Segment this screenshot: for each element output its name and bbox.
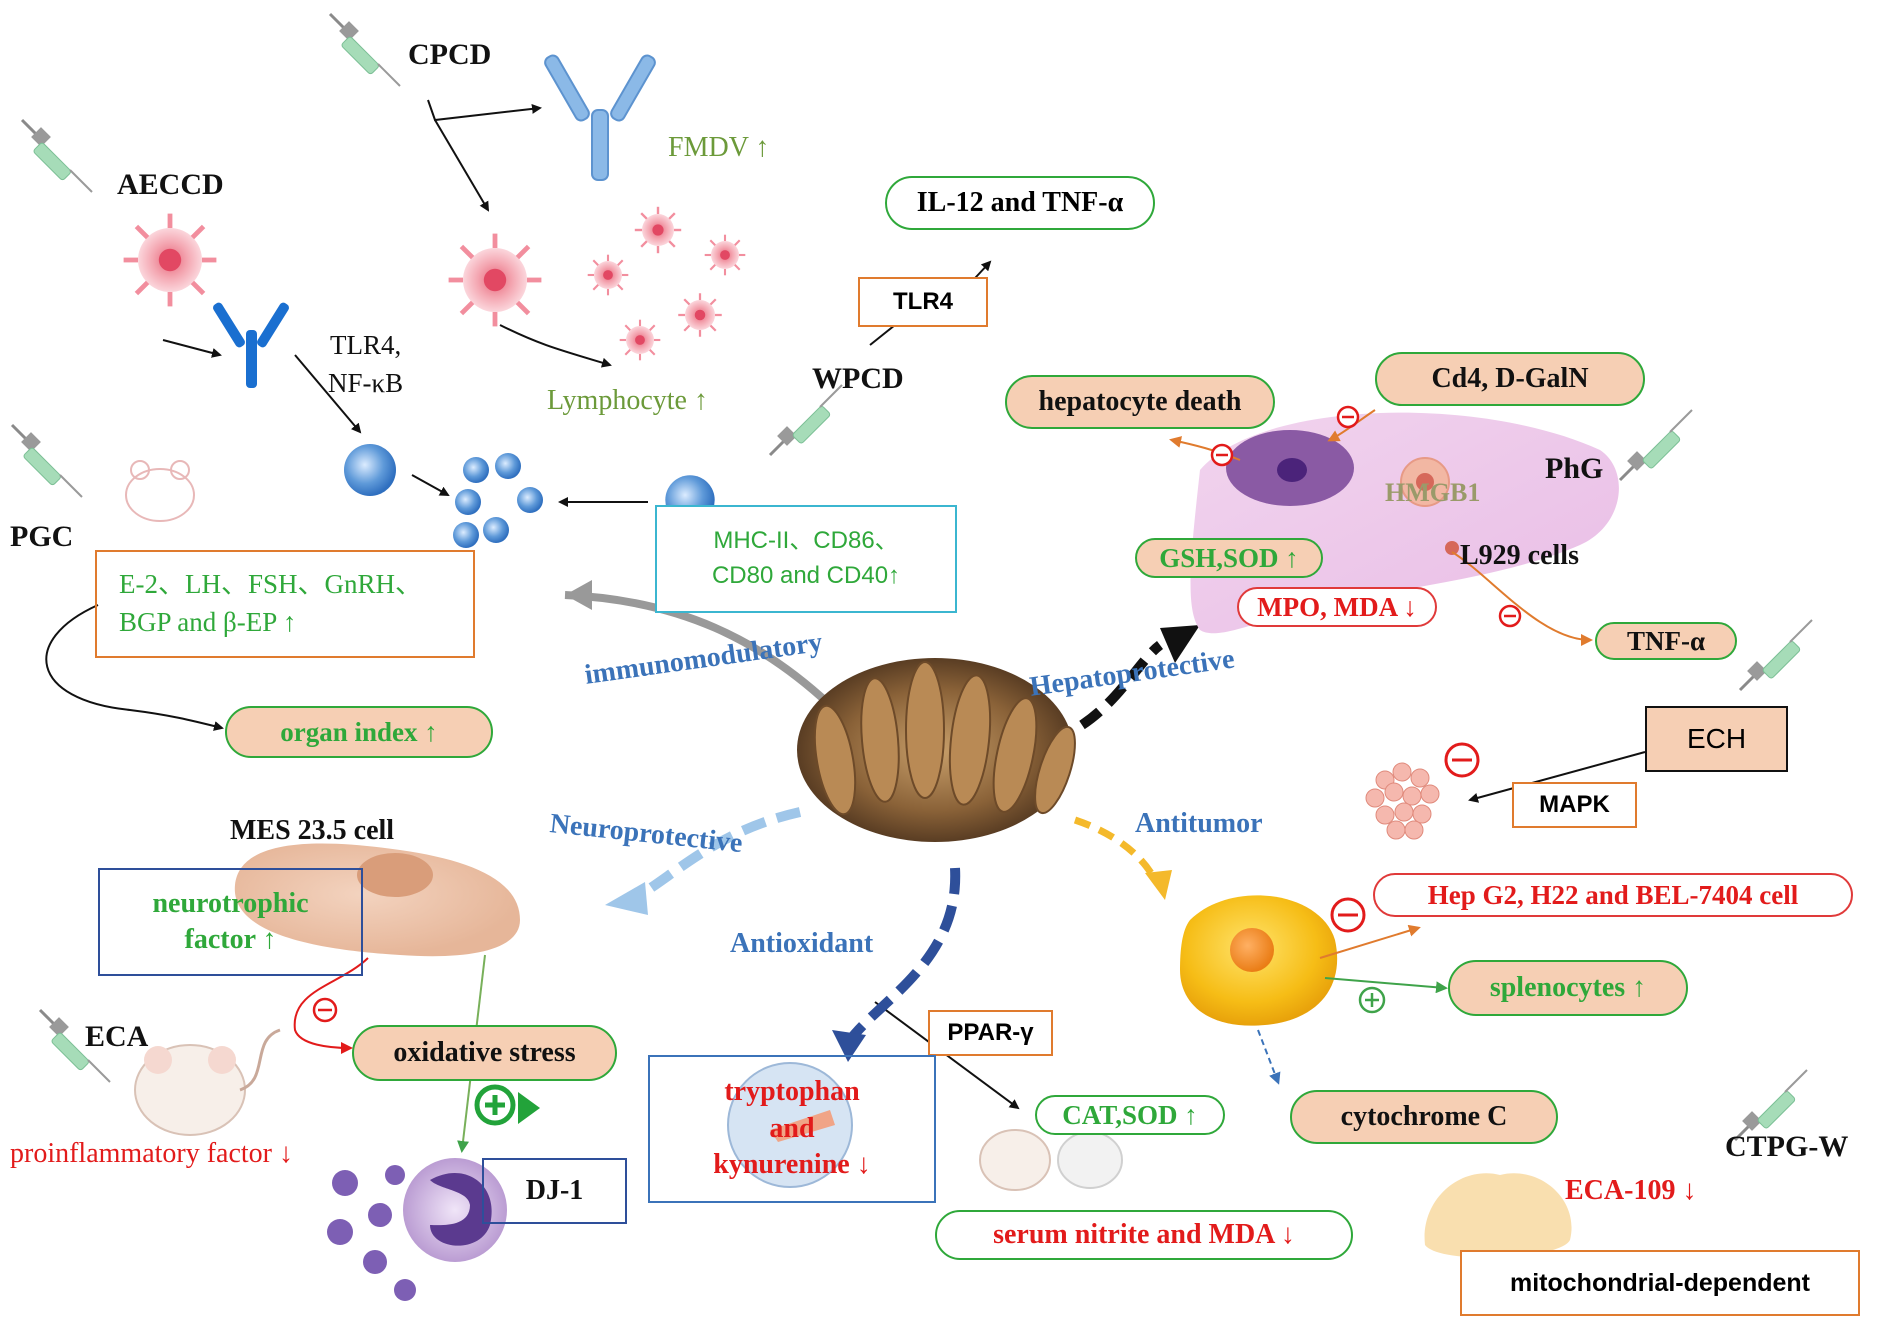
label-aeccd: AECCD: [117, 168, 224, 201]
dj1-box: DJ-1: [482, 1158, 627, 1224]
antibody-icon-top: [544, 54, 656, 181]
tlr4-nfkb-line1: TLR4,: [330, 330, 402, 360]
syringe-icon-cpcd: [328, 12, 402, 88]
splenocytes-pill: splenocytes ↑: [1448, 960, 1688, 1016]
mouse-icon-pgc: [125, 460, 195, 522]
tlr4-box: TLR4: [858, 277, 988, 327]
brain-organ: [727, 1062, 853, 1188]
mapk-box: MAPK: [1512, 782, 1637, 828]
label-ctpg-w: CTPG-W: [1725, 1130, 1849, 1163]
proinflammatory-text: proinflammatory factor ↓: [10, 1138, 294, 1169]
purple-cells: [327, 1158, 507, 1301]
ppar-box: PPAR-γ: [928, 1010, 1053, 1056]
fmdv-text: FMDV ↑: [668, 132, 770, 163]
cat-sod-pill: CAT,SOD ↑: [1035, 1095, 1225, 1135]
mouse-icon-eca: [134, 1028, 281, 1136]
cytochrome-c-pill: cytochrome C: [1290, 1090, 1558, 1144]
label-antitumor: Antitumor: [1135, 808, 1263, 839]
hepatocyte-death-pill: hepatocyte death: [1005, 375, 1275, 429]
tlr4-nfkb-line2: NF-κB: [328, 368, 404, 398]
label-pgc: PGC: [10, 520, 74, 553]
promote-icon: [474, 986, 1386, 1126]
eca109-text: ECA-109 ↓: [1565, 1175, 1697, 1206]
mes-cell-text: MES 23.5 cell: [230, 815, 395, 846]
neuron-cell: [234, 843, 521, 957]
syringe-icon-ech: [1738, 618, 1814, 692]
mpo-mda-pill: MPO, MDA ↓: [1237, 587, 1437, 627]
hepatoprotective-arrow: [1079, 641, 1164, 730]
mhc-box: MHC-II、CD86、 CD80 and CD40↑: [655, 505, 957, 613]
l929-text: L929 cells: [1460, 540, 1579, 571]
tumor-cell: [1180, 895, 1338, 1026]
il12-tnf-pill: IL-12 and TNF-α: [885, 176, 1155, 230]
inhibit-icon: [312, 405, 1522, 1023]
liver-illustration: [1190, 412, 1619, 634]
tryptophan-box: tryptophan and kynurenine ↓: [648, 1055, 936, 1203]
tumor-cluster: [1365, 762, 1440, 840]
oxidative-stress-pill: oxidative stress: [352, 1025, 617, 1081]
label-antioxidant: Antioxidant: [730, 928, 874, 959]
mitochondrial-box: mitochondrial-dependent: [1460, 1250, 1860, 1316]
ech-box: ECH: [1645, 706, 1788, 772]
cd4-dgaln-pill: Cd4, D-GalN: [1375, 352, 1645, 406]
neuroprotective-arrow: [637, 807, 802, 900]
label-phg: PhG: [1545, 452, 1604, 485]
gsh-sod-pill: GSH,SOD ↑: [1135, 538, 1323, 578]
antioxidant-arrow: [846, 867, 961, 1044]
lymphocyte-text: Lymphocyte ↑: [547, 385, 708, 416]
organ-index-pill: organ index ↑: [225, 706, 493, 758]
hmgb1-text: HMGB1: [1385, 478, 1481, 507]
hep-cells-pill: Hep G2, H22 and BEL-7404 cell: [1373, 873, 1853, 917]
cordyceps-image: [797, 658, 1076, 842]
label-eca: ECA: [85, 1020, 149, 1053]
mouse-icon-antioxidant: [979, 1129, 1123, 1191]
syringe-icon-phg: [1618, 408, 1694, 482]
neurotrophic-box: neurotrophic factor ↑: [98, 868, 363, 976]
serum-pill: serum nitrite and MDA ↓: [935, 1210, 1353, 1260]
virus-cluster: [124, 205, 747, 362]
antitumor-arrow: [1073, 816, 1159, 882]
immunomodulatory-arrow: [564, 591, 833, 708]
syringe-icon-aeccd: [20, 118, 94, 194]
label-wpcd: WPCD: [812, 362, 904, 395]
hormones-box: E-2、LH、FSH、GnRH、 BGP and β-EP ↑: [95, 550, 475, 658]
antibody-icon-left: [213, 302, 289, 388]
syringe-icon-pgc: [10, 423, 84, 499]
tnf-alpha-pill: TNF-α: [1595, 622, 1737, 660]
label-cpcd: CPCD: [408, 38, 492, 71]
